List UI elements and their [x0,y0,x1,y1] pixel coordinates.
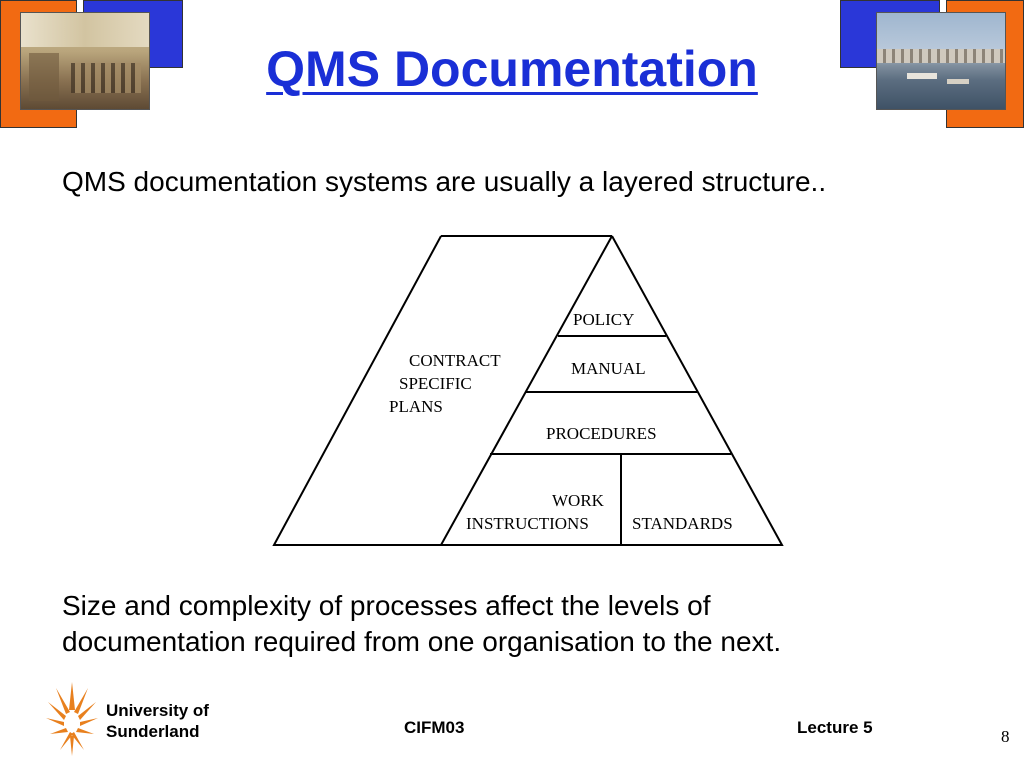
university-line-1: University of [106,701,209,720]
sunburst-logo-icon [46,682,98,756]
contract-label: CONTRACT [409,351,501,370]
slide-title: QMS Documentation [266,41,758,97]
university-name: University of Sunderland [106,700,209,742]
intro-text: QMS documentation systems are usually a … [62,166,827,197]
pyramid-outline [439,235,784,546]
manual-label: MANUAL [571,359,646,378]
page-number: 8 [1001,727,1010,746]
conclusion-line-1: Size and complexity of processes affect … [62,590,711,621]
contract-plans-outline [272,235,442,546]
university-line-2: Sunderland [106,722,200,741]
conclusion-text: Size and complexity of processes affect … [62,588,781,660]
policy-label: POLICY [573,310,634,329]
office-photo [20,12,150,110]
lecture-label: Lecture 5 [797,718,873,737]
instructions-label: INSTRUCTIONS [466,514,589,533]
harbour-photo [876,12,1006,110]
plans-label: PLANS [389,397,443,416]
standards-label: STANDARDS [632,514,733,533]
work-label: WORK [552,491,605,510]
conclusion-line-2: documentation required from one organisa… [62,626,782,657]
course-code: CIFM03 [404,718,465,737]
procedures-label: PROCEDURES [546,424,657,443]
specific-label: SPECIFIC [399,374,472,393]
